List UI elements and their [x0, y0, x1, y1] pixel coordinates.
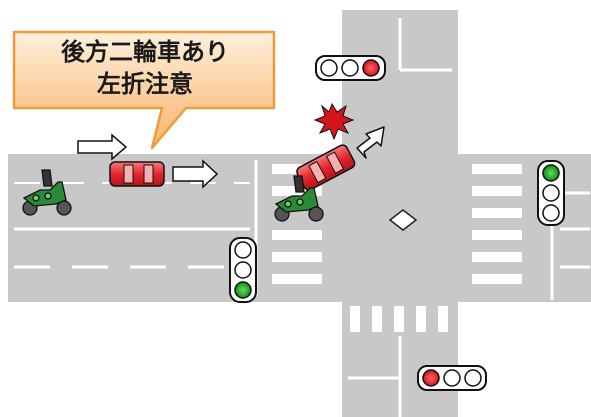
- car-icon: [296, 144, 356, 191]
- traffic-light-icon: [229, 237, 257, 303]
- motorbike-icon: [274, 175, 324, 222]
- arrow-icon: [77, 133, 128, 161]
- crosswalk-right: [472, 164, 522, 284]
- crosswalk-bottom: [350, 306, 448, 332]
- traffic-light-icon: [417, 365, 487, 391]
- callout-line-1: 後方二輪車あり: [61, 38, 229, 66]
- callout-bubble: [12, 30, 276, 150]
- arrow-icon: [356, 126, 385, 159]
- diamond-marker-icon: [388, 209, 418, 231]
- traffic-light-icon: [315, 55, 386, 81]
- arrow-icon: [172, 159, 219, 189]
- traffic-light-icon: [537, 160, 565, 226]
- collision-icon: [313, 102, 355, 141]
- callout-line-2: 左折注意: [97, 70, 193, 98]
- car-icon: [109, 161, 165, 187]
- motorbike-icon: [22, 169, 72, 216]
- callout-text: 後方二輪車あり 左折注意: [16, 36, 274, 100]
